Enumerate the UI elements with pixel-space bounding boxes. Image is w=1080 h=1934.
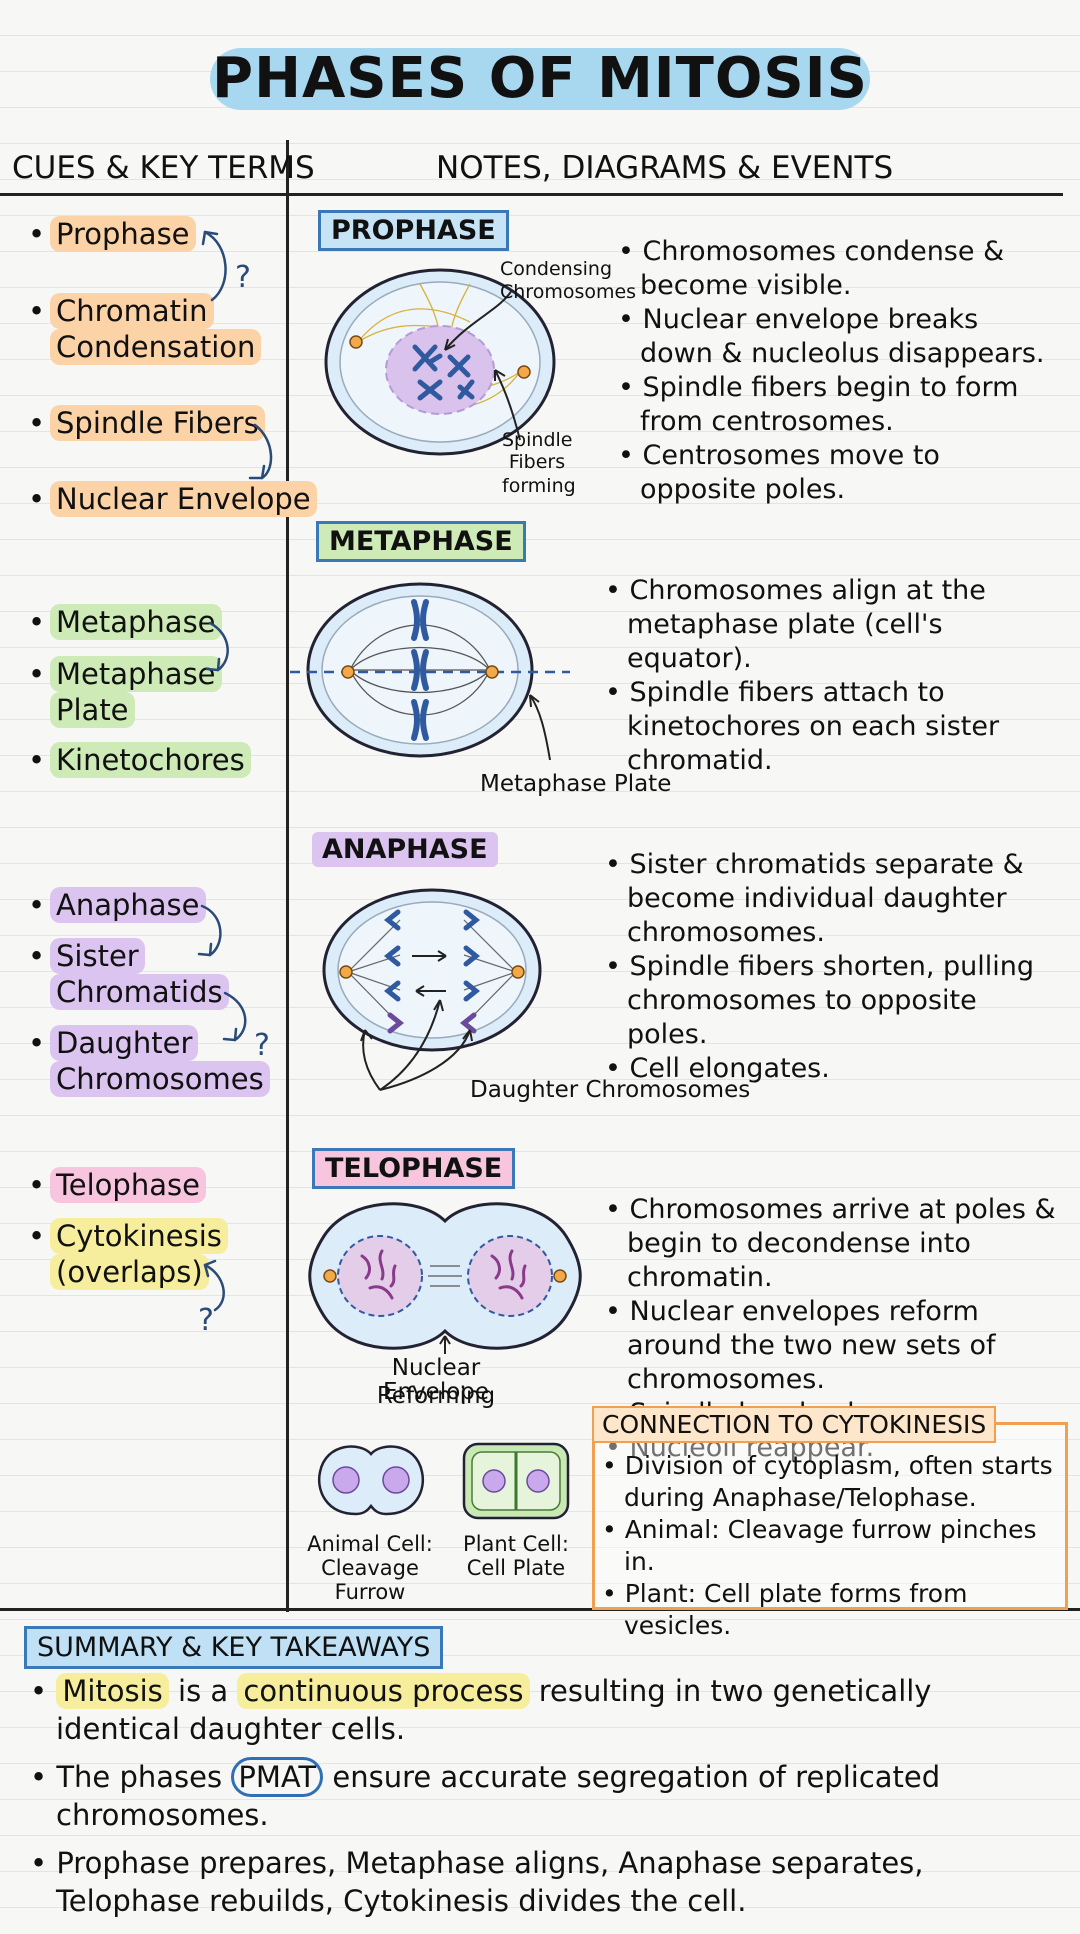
anaphase-diagram bbox=[322, 888, 542, 1091]
cue-kinetochores: •Kinetochores bbox=[28, 741, 251, 779]
annot-condensing-2: Chromosomes bbox=[500, 281, 637, 303]
question-mark-1: ? bbox=[235, 260, 251, 295]
telophase-note-2: • Nuclear envelopes reform around the tw… bbox=[605, 1296, 996, 1395]
cue-chromosomes: Chromosomes bbox=[50, 1060, 270, 1098]
anaphase-notes: • Sister chromatids separate & become in… bbox=[605, 848, 1060, 1086]
column-divider bbox=[286, 140, 289, 1612]
summary-title: SUMMARY & KEY TAKEAWAYS bbox=[24, 1626, 444, 1669]
prophase-label: PROPHASE bbox=[318, 210, 509, 251]
page-title: PHASES OF MITOSIS bbox=[210, 48, 870, 110]
prophase-notes: • Chromosomes condense & become visible.… bbox=[618, 235, 1058, 507]
summary-item-2: • The phases PMAT ensure accurate segreg… bbox=[30, 1757, 1050, 1834]
anaphase-note-2: • Spindle fibers shorten, pulling chromo… bbox=[605, 951, 1035, 1050]
telophase-label: TELOPHASE bbox=[312, 1148, 516, 1189]
summary-item-1: • Mitosis is a continuous process result… bbox=[30, 1673, 932, 1746]
cue-metaphase-plate: •Metaphase bbox=[28, 655, 222, 693]
cue-sister: •Sister bbox=[28, 937, 145, 975]
metaphase-note-1: • Chromosomes align at the metaphase pla… bbox=[605, 575, 986, 674]
anaphase-note-1: • Sister chromatids separate & become in… bbox=[605, 849, 1024, 948]
prophase-note-2: • Nuclear envelope breaks down & nucleol… bbox=[618, 304, 1045, 369]
plant-caption-2: Cell Plate bbox=[466, 1556, 566, 1580]
summary-divider bbox=[0, 1608, 1080, 1611]
cytokinesis-title: CONNECTION TO CYTOKINESIS bbox=[592, 1406, 997, 1443]
summary-item-3: • Prophase prepares, Metaphase aligns, A… bbox=[30, 1846, 924, 1918]
metaphase-notes: • Chromosomes align at the metaphase pla… bbox=[605, 574, 1060, 778]
cue-prophase: •Prophase bbox=[28, 215, 196, 253]
cue-anaphase: •Anaphase bbox=[28, 886, 206, 924]
anaphase-label: ANAPHASE bbox=[312, 832, 498, 867]
metaphase-note-2: • Spindle fibers attach to kinetochores … bbox=[605, 677, 1000, 776]
prophase-note-3: • Spindle fibers begin to form from cent… bbox=[618, 372, 1019, 437]
animal-cell-caption: Animal Cell: Cleavage Furrow bbox=[300, 1532, 440, 1604]
question-mark-3: ? bbox=[198, 1303, 214, 1338]
prophase-note-1: • Chromosomes condense & become visible. bbox=[618, 236, 1005, 301]
cytokinesis-note-3: • Plant: Cell plate forms from vesicles. bbox=[602, 1579, 968, 1640]
cue-condensation: Condensation bbox=[50, 328, 262, 366]
cue-metaphase: •Metaphase bbox=[28, 603, 222, 641]
anaphase-note-3: • Cell elongates. bbox=[605, 1053, 830, 1084]
cytokinesis-note-2: • Animal: Cleavage furrow pinches in. bbox=[602, 1515, 1037, 1576]
cue-overlaps: (overlaps) bbox=[50, 1253, 209, 1291]
animal-caption-1: Animal Cell: bbox=[307, 1532, 433, 1556]
telophase-note-1: • Chromosomes arrive at poles & begin to… bbox=[605, 1194, 1056, 1293]
summary-list: • Mitosis is a continuous process result… bbox=[30, 1672, 1050, 1920]
animal-caption-2: Cleavage bbox=[321, 1556, 419, 1580]
annot-spindle-1: Spindle bbox=[502, 429, 573, 451]
animal-caption-3: Furrow bbox=[334, 1580, 406, 1604]
cue-chromatids: Chromatids bbox=[50, 973, 229, 1011]
cue-chromatin: •Chromatin bbox=[28, 292, 214, 330]
plant-cell-caption: Plant Cell: Cell Plate bbox=[450, 1532, 582, 1580]
cue-cytokinesis: •Cytokinesis bbox=[28, 1217, 228, 1255]
cytokinesis-note-1: • Division of cytoplasm, often starts du… bbox=[602, 1451, 1053, 1512]
cue-arrows bbox=[197, 230, 273, 1312]
cue-spindle-fibers: •Spindle Fibers bbox=[28, 404, 265, 442]
cues-header: CUES & KEY TERMS bbox=[12, 150, 315, 186]
annot-metaphase-plate: Metaphase Plate bbox=[480, 771, 672, 797]
question-mark-2: ? bbox=[254, 1028, 270, 1063]
annot-spindle-3: forming bbox=[502, 475, 576, 497]
cue-telophase: •Telophase bbox=[28, 1166, 206, 1204]
plant-caption-1: Plant Cell: bbox=[463, 1532, 569, 1556]
plant-cell-diagram bbox=[462, 1442, 570, 1520]
annot-nuclear-envelope-1: Nuclear Envelope bbox=[382, 1355, 490, 1405]
annot-daughter-chromosomes: Daughter Chromosomes bbox=[470, 1077, 751, 1103]
prophase-note-4: • Centrosomes move to opposite poles. bbox=[618, 440, 940, 505]
notes-header: NOTES, DIAGRAMS & EVENTS bbox=[436, 150, 894, 186]
header-divider bbox=[0, 193, 1063, 196]
annot-condensing-1: Condensing bbox=[500, 258, 613, 280]
animal-cell-diagram bbox=[317, 1445, 425, 1516]
telophase-diagram bbox=[308, 1202, 582, 1354]
metaphase-label: METAPHASE bbox=[316, 521, 526, 562]
cytokinesis-notes: • Division of cytoplasm, often starts du… bbox=[602, 1450, 1057, 1642]
cue-daughter: •Daughter bbox=[28, 1024, 199, 1062]
prophase-pointer-lines bbox=[444, 289, 521, 441]
cue-nuclear-envelope: •Nuclear Envelope bbox=[28, 480, 317, 518]
metaphase-diagram bbox=[290, 582, 570, 761]
cue-plate: Plate bbox=[50, 691, 135, 729]
cytokinesis-box bbox=[592, 1422, 1068, 1610]
annot-nuclear-envelope-2: Reforming bbox=[376, 1383, 496, 1409]
prophase-diagram bbox=[324, 268, 556, 456]
annot-spindle-2: Fibers bbox=[508, 451, 566, 473]
pmat-oval: PMAT bbox=[231, 1757, 324, 1797]
